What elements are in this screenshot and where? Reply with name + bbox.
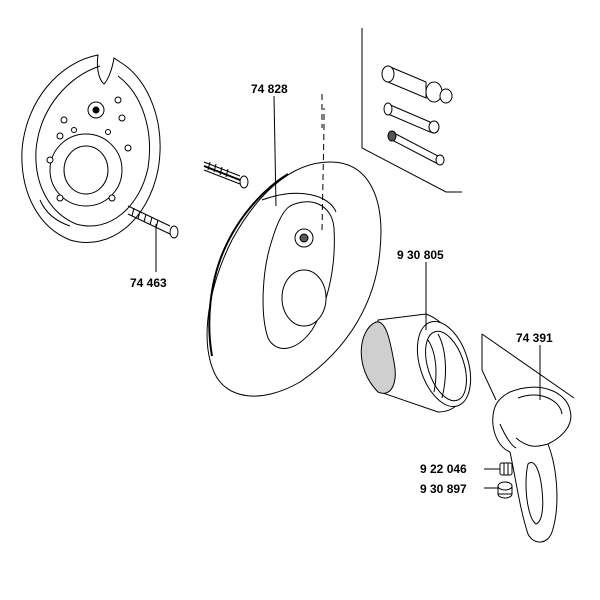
cap-part — [497, 481, 513, 499]
lever-handle — [492, 386, 572, 543]
lever-handle-inset — [481, 333, 575, 401]
sleeve — [360, 313, 472, 413]
escutcheon — [206, 94, 382, 397]
label-screws: 74 463 — [130, 276, 167, 290]
extension-rod-large — [381, 65, 453, 104]
screw-upper — [203, 161, 249, 189]
label-lever-handle: 74 391 — [516, 331, 553, 345]
label-escutcheon: 74 828 — [251, 82, 288, 96]
leader-escutcheon — [273, 95, 277, 207]
mounting-plate — [21, 54, 161, 243]
label-button: 9 22 046 — [420, 462, 467, 476]
extension-rod-medium — [383, 102, 440, 134]
label-sleeve: 9 30 805 — [397, 248, 444, 262]
cartridge-parts-inset — [361, 28, 462, 193]
label-cap: 9 30 897 — [420, 482, 467, 496]
extension-rod-small — [387, 130, 445, 166]
button-part — [499, 462, 513, 476]
